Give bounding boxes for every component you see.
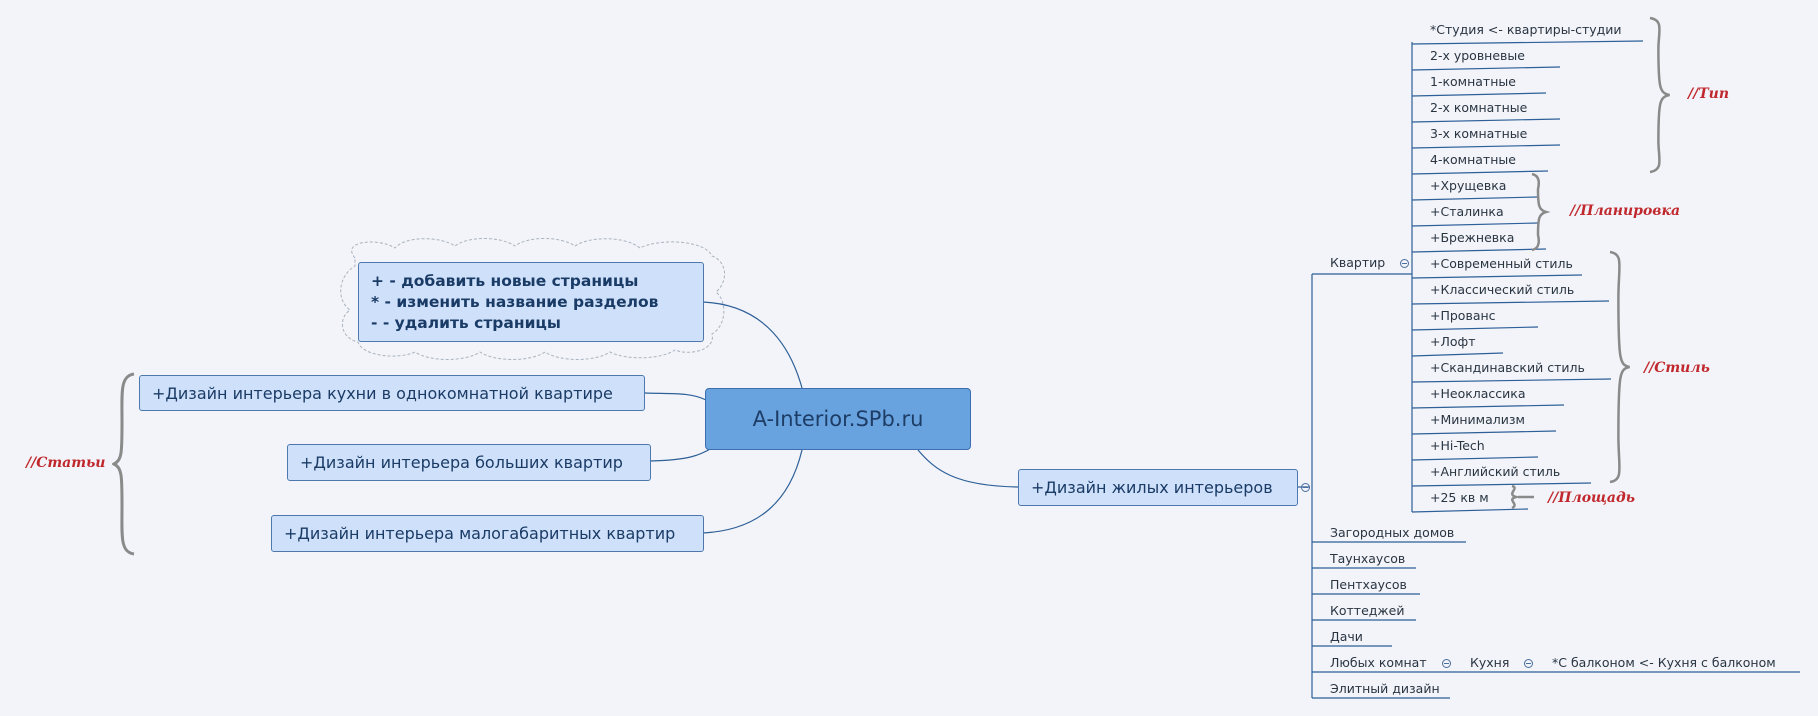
subtopic-apartments[interactable]: Квартир bbox=[1330, 255, 1386, 270]
branch-line bbox=[1411, 378, 1612, 383]
apartment-item[interactable]: *Студия <- квартиры-студии bbox=[1430, 22, 1622, 37]
residential-item[interactable]: Загородных домов bbox=[1330, 525, 1455, 540]
branch-line bbox=[1411, 92, 1547, 97]
apartment-item[interactable]: +Прованс bbox=[1430, 308, 1496, 323]
branch-line bbox=[1411, 482, 1592, 487]
branch-line bbox=[1411, 456, 1539, 461]
residential-item[interactable]: Пентхаусов bbox=[1330, 577, 1407, 592]
type-brace bbox=[1649, 16, 1670, 174]
branch-line bbox=[1411, 430, 1557, 435]
apartment-item[interactable]: +Скандинавский стиль bbox=[1430, 360, 1585, 375]
branch-line bbox=[1411, 404, 1565, 409]
topic-label: +Дизайн интерьера больших квартир bbox=[300, 453, 623, 472]
subtopic-kitchen[interactable]: Кухня bbox=[1470, 655, 1510, 670]
apartment-item[interactable]: +25 кв м bbox=[1430, 490, 1489, 505]
topic-label: +Дизайн интерьера кухни в однокомнатной … bbox=[152, 383, 613, 403]
topic-kitchen-one-room[interactable]: +Дизайн интерьера кухни в однокомнатной … bbox=[139, 375, 645, 411]
topic-small-apartments[interactable]: +Дизайн интерьера малогабаритных квартир bbox=[271, 515, 704, 552]
layout-label: //Планировка bbox=[1570, 203, 1681, 219]
residential-item[interactable]: Элитный дизайн bbox=[1330, 681, 1440, 696]
apartment-item[interactable]: +Лофт bbox=[1430, 334, 1476, 349]
apartment-item[interactable]: +Hi-Tech bbox=[1430, 438, 1485, 453]
apartment-item[interactable]: +Минимализм bbox=[1430, 412, 1525, 427]
topic-label: +Дизайн жилых интерьеров bbox=[1031, 478, 1273, 497]
apartment-item[interactable]: +Английский стиль bbox=[1430, 464, 1561, 479]
apartment-item[interactable]: +Современный стиль bbox=[1430, 256, 1573, 271]
apartment-item[interactable]: 3-х комнатные bbox=[1430, 126, 1528, 141]
cloud-boundary bbox=[340, 238, 725, 360]
subtopic-balcony-kitchen[interactable]: *С балконом <- Кухня с балконом bbox=[1552, 655, 1776, 670]
branch-line bbox=[1411, 352, 1504, 357]
apartment-item[interactable]: 1-комнатные bbox=[1430, 74, 1516, 89]
legend-line-rename: * - изменить название разделов bbox=[371, 293, 659, 311]
apartment-item[interactable]: 2-х уровневые bbox=[1430, 48, 1525, 63]
collapse-toggle-residential[interactable] bbox=[1301, 483, 1310, 492]
residential-item[interactable]: Таунхаусов bbox=[1330, 551, 1406, 566]
articles-brace bbox=[112, 372, 135, 556]
branch-line bbox=[1411, 40, 1644, 45]
legend-note[interactable]: + - добавить новые страницы * - изменить… bbox=[358, 262, 704, 342]
residential-item[interactable]: Коттеджей bbox=[1330, 603, 1405, 618]
articles-label: //Статьи bbox=[26, 455, 106, 471]
branch-line bbox=[1411, 196, 1539, 201]
apartment-item[interactable]: +Брежневка bbox=[1430, 230, 1515, 245]
style-label: //Стиль bbox=[1644, 360, 1710, 376]
collapse-toggle-kitchen[interactable] bbox=[1524, 659, 1533, 668]
topic-label: +Дизайн интерьера малогабаритных квартир bbox=[284, 524, 676, 543]
branch-line bbox=[1411, 144, 1561, 149]
apartment-item[interactable]: 4-комнатные bbox=[1430, 152, 1516, 167]
central-topic[interactable]: A-Interior.SPb.ru bbox=[705, 388, 971, 450]
branch-line bbox=[1411, 300, 1610, 305]
branch-line bbox=[1411, 118, 1561, 123]
legend-line-add: + - добавить новые страницы bbox=[371, 272, 639, 290]
branch-line bbox=[1411, 66, 1561, 71]
apartment-item[interactable]: +Хрущевка bbox=[1430, 178, 1507, 193]
branch-line bbox=[1411, 274, 1583, 279]
residential-item[interactable]: Дачи bbox=[1330, 629, 1363, 644]
topic-large-apartments[interactable]: +Дизайн интерьера больших квартир bbox=[287, 444, 651, 481]
area-brace bbox=[1511, 484, 1521, 510]
branch-line bbox=[1411, 248, 1547, 253]
residential-item[interactable]: Любых комнат bbox=[1330, 655, 1427, 670]
topic-residential-interiors[interactable]: +Дизайн жилых интерьеров bbox=[1018, 469, 1298, 506]
apartment-item[interactable]: +Классический стиль bbox=[1430, 282, 1575, 297]
layout-brace bbox=[1531, 172, 1551, 252]
type-label: //Тип bbox=[1688, 86, 1730, 102]
collapse-toggle-apartments[interactable] bbox=[1400, 259, 1409, 268]
branch-line bbox=[1411, 222, 1539, 227]
branch-line bbox=[1411, 170, 1549, 175]
collapse-toggle-any-rooms[interactable] bbox=[1442, 659, 1451, 668]
branch-line bbox=[1411, 508, 1529, 513]
apartment-item[interactable]: +Неоклассика bbox=[1430, 386, 1526, 401]
apartment-item[interactable]: +Сталинка bbox=[1430, 204, 1504, 219]
area-label: //Площадь bbox=[1548, 490, 1635, 506]
branch-line bbox=[1411, 326, 1539, 331]
legend-line-delete: - - удалить страницы bbox=[371, 314, 561, 332]
central-topic-label: A-Interior.SPb.ru bbox=[752, 407, 924, 431]
style-brace bbox=[1609, 250, 1630, 484]
apartment-item[interactable]: 2-х комнатные bbox=[1430, 100, 1528, 115]
